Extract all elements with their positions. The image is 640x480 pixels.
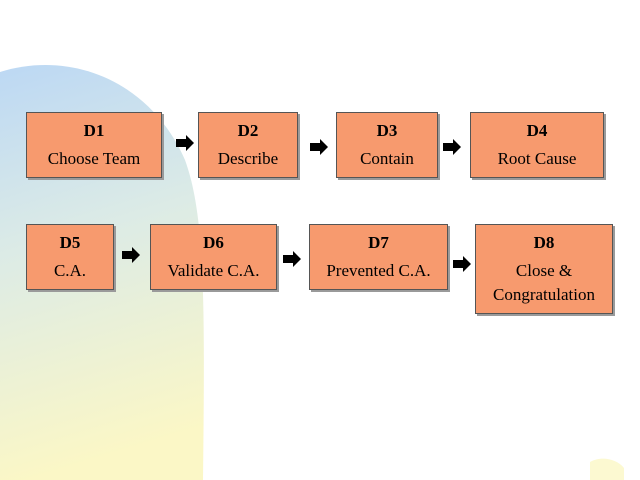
- step-code: D8: [533, 233, 555, 252]
- arrow-right-icon: [310, 139, 328, 155]
- step-d1-box: D1 Choose Team: [26, 112, 162, 178]
- step-d5-box: D5 C.A.: [26, 224, 114, 290]
- arrow-right-icon: [176, 135, 194, 151]
- step-code: D3: [376, 121, 398, 140]
- step-label: Describe: [217, 149, 279, 168]
- step-code: D7: [368, 233, 389, 252]
- step-code: D4: [526, 121, 548, 140]
- step-d4-box: D4 Root Cause: [470, 112, 604, 178]
- step-d2-box: D2 Describe: [198, 112, 298, 178]
- arrow-right-icon: [283, 251, 301, 267]
- step-label-line-1: Close &: [515, 261, 573, 280]
- step-label: Validate C.A.: [167, 261, 260, 280]
- step-code: D2: [237, 121, 259, 140]
- step-d8-box: D8 Close & Congratulation: [475, 224, 613, 314]
- step-code: D5: [59, 233, 81, 252]
- step-code: D6: [203, 233, 224, 252]
- arrow-right-icon: [453, 256, 471, 272]
- arrow-right-icon: [443, 139, 461, 155]
- step-d3-box: D3 Contain: [336, 112, 438, 178]
- step-label: Contain: [360, 149, 414, 168]
- step-label: Choose Team: [47, 149, 141, 168]
- step-label: Prevented C.A.: [326, 261, 431, 280]
- step-label-line-2: Congratulation: [493, 285, 595, 304]
- arrow-right-icon: [122, 247, 140, 263]
- step-d6-box: D6 Validate C.A.: [150, 224, 277, 290]
- step-code: D1: [83, 121, 105, 140]
- step-d7-box: D7 Prevented C.A.: [309, 224, 448, 290]
- step-label: C.A.: [53, 261, 87, 280]
- step-label: Root Cause: [497, 149, 577, 168]
